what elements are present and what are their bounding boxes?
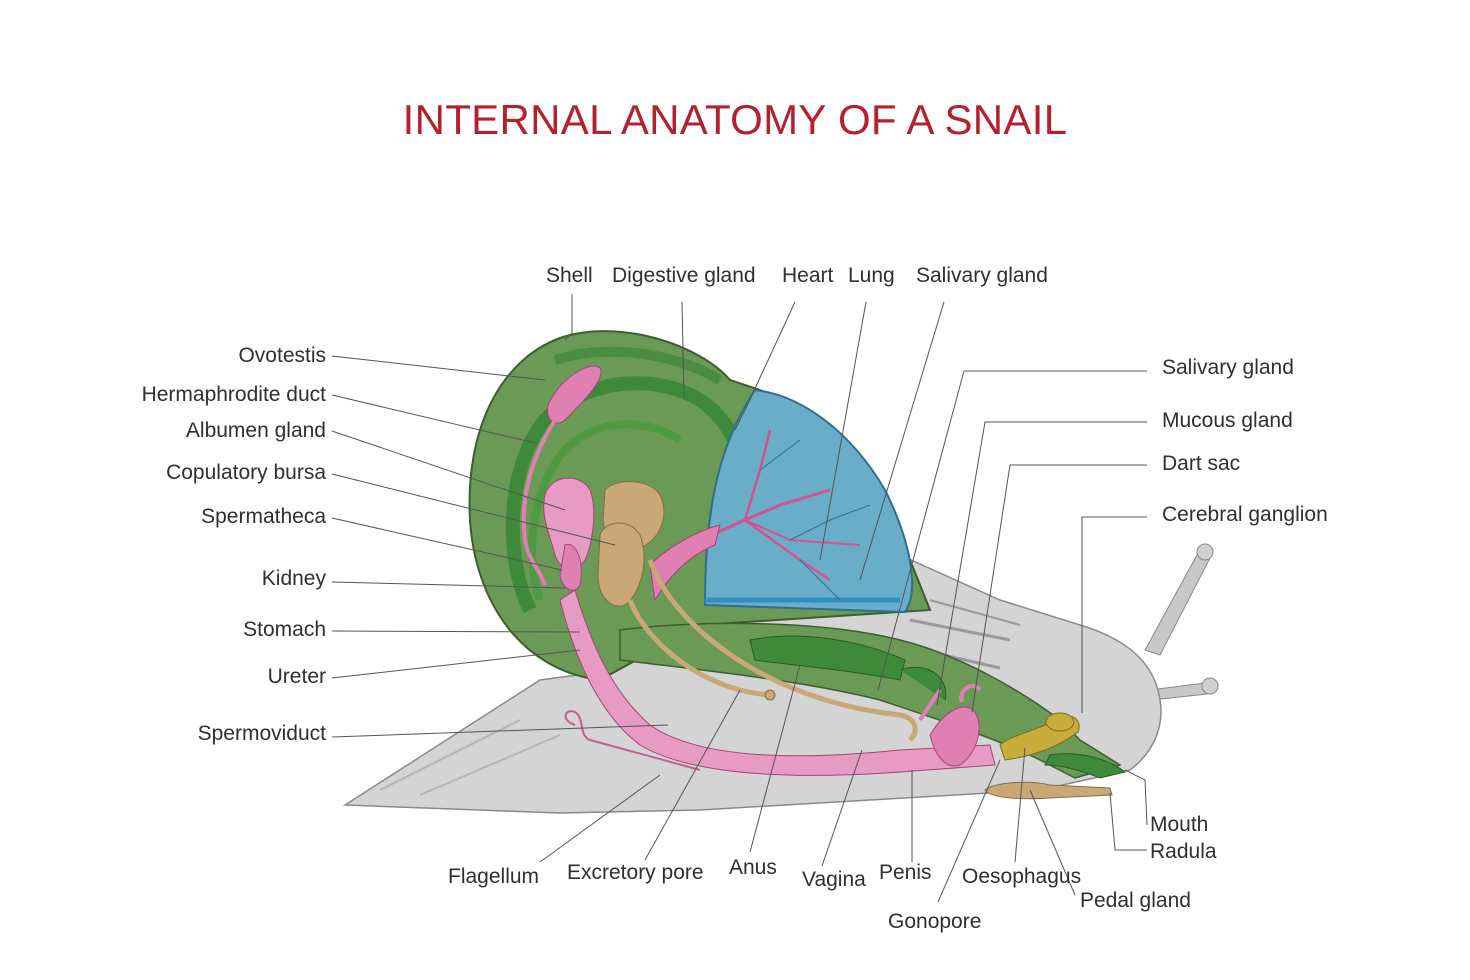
label-salivary-gland-right: Salivary gland	[1162, 356, 1294, 379]
label-pedal-gland: Pedal gland	[1080, 889, 1191, 912]
label-shell: Shell	[546, 264, 593, 287]
label-spermoviduct: Spermoviduct	[198, 722, 327, 745]
label-vagina: Vagina	[802, 868, 866, 891]
label-kidney: Kidney	[262, 567, 327, 590]
label-ureter: Ureter	[268, 665, 326, 688]
label-gonopore: Gonopore	[888, 910, 981, 933]
labels: Shell Digestive gland Heart Lung Salivar…	[142, 264, 1328, 933]
label-albumen-gland: Albumen gland	[186, 419, 326, 442]
label-mouth: Mouth	[1150, 813, 1208, 836]
label-flagellum: Flagellum	[448, 865, 539, 888]
label-digestive-gland: Digestive gland	[612, 264, 756, 287]
label-cerebral-ganglion: Cerebral ganglion	[1162, 503, 1328, 526]
reproductive-system	[521, 365, 996, 776]
label-hermaphrodite-duct: Hermaphrodite duct	[142, 383, 327, 406]
label-copulatory-bursa: Copulatory bursa	[166, 461, 326, 484]
label-mucous-gland: Mucous gland	[1162, 409, 1293, 432]
label-radula: Radula	[1150, 840, 1217, 863]
label-penis: Penis	[879, 861, 932, 884]
label-salivary-gland-top: Salivary gland	[916, 264, 1048, 287]
head-organs	[984, 712, 1127, 800]
page-title: INTERNAL ANATOMY OF A SNAIL	[402, 96, 1068, 143]
label-dart-sac: Dart sac	[1162, 452, 1240, 475]
label-stomach: Stomach	[243, 618, 326, 641]
lung	[649, 388, 914, 614]
label-ovotestis: Ovotestis	[238, 344, 326, 367]
label-spermatheca: Spermatheca	[201, 505, 326, 528]
copulatory-bursa	[597, 481, 918, 742]
label-anus: Anus	[729, 856, 777, 879]
label-lung: Lung	[848, 264, 895, 287]
label-heart: Heart	[782, 264, 834, 287]
leader-lines	[331, 294, 1148, 903]
label-excretory-pore: Excretory pore	[567, 861, 704, 884]
label-oesophagus: Oesophagus	[962, 865, 1081, 888]
